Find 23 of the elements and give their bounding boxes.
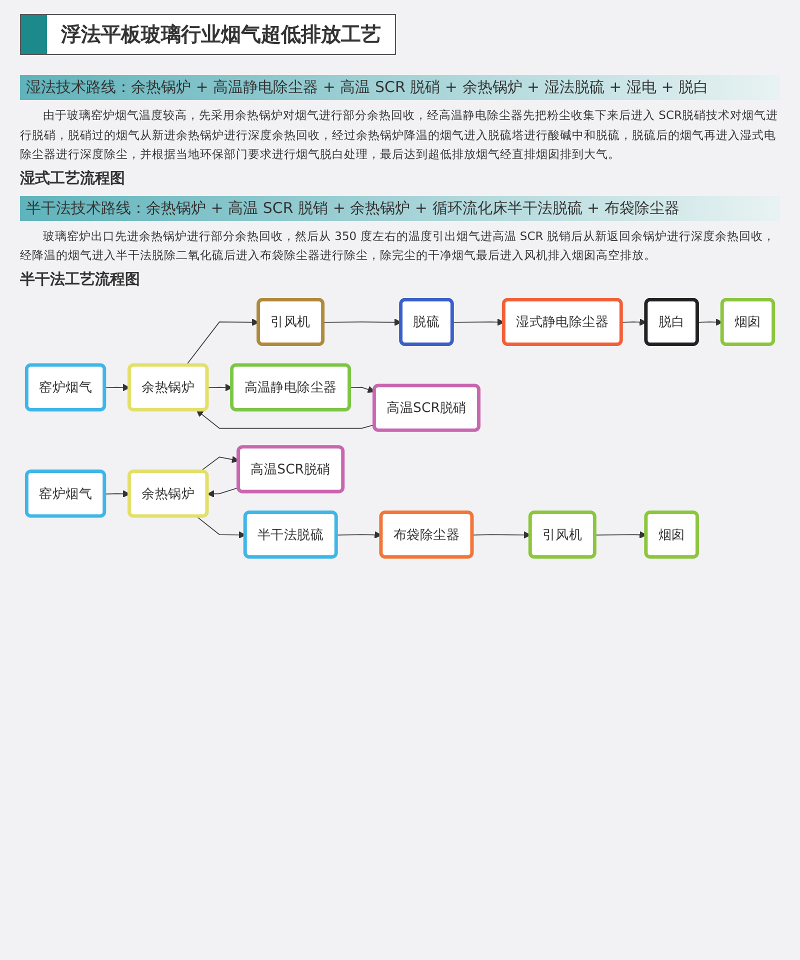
process-box: 高温SCR脱硝: [236, 444, 345, 493]
description-text: 由于玻璃窑炉烟气温度较高，先采用余热锅炉对烟气进行部分余热回收，经高温静电除尘器先把粉尘收集下来后进入 SCR脱硝技术对烟气进行脱硝，脱硝过的烟气从新进余热锅炉进行深度余热回收，经过余热锅炉降温的烟气进入脱硫塔进行酸碱中和脱硫，脱硫后的烟气再进入湿式电除尘器进行深度除尘，并根据当地环保部门要求进行烟气脱白处理，最后达到超低排放烟气经直排烟囱排到大气。: [20, 107, 779, 164]
process-box: 脱白: [644, 298, 699, 346]
flowchart-title: 湿式工艺流程图: [20, 168, 126, 188]
process-box: 湿式静电除尘器: [502, 298, 623, 346]
process-box: 余热锅炉: [128, 363, 209, 412]
process-box: 引风机: [256, 298, 325, 346]
process-box: 烟囱: [644, 510, 699, 558]
process-box: 窑炉烟气: [24, 469, 106, 518]
route-heading: 半干法技术路线：余热锅炉 + 高温 SCR 脱销 + 余热锅炉 + 循环流化床半干法脱硫 + 布袋除尘器: [20, 196, 780, 221]
description-text: 玻璃窑炉出口先进余热锅炉进行部分余热回收，然后从 350 度左右的温度引出烟气进高温 SCR 脱销后从新返回余锅炉进行深度余热回收，经降温的烟气进入半干法脱除二氧化硫后进入布袋除尘器进行除尘，除完尘的干净烟气最后进入风机排入烟囱高空排放。: [20, 228, 776, 264]
process-box: 布袋除尘器: [379, 510, 474, 558]
process-box: 脱硫: [399, 298, 454, 346]
process-box: 窑炉烟气: [24, 363, 106, 412]
process-box: 烟囱: [720, 298, 776, 346]
process-box: 高温静电除尘器: [230, 363, 351, 412]
flowchart-title: 半干法工艺流程图: [20, 270, 141, 289]
process-box: 半干法脱硫: [243, 510, 338, 558]
process-box: 余热锅炉: [128, 469, 209, 518]
page-title: 浮法平板玻璃行业烟气超低排放工艺: [20, 14, 396, 55]
process-box: 引风机: [528, 510, 596, 558]
route-heading: 湿法技术路线：余热锅炉 + 高温静电除尘器 + 高温 SCR 脱硝 + 余热锅炉 + 湿法脱硫 + 湿电 + 脱白: [20, 75, 780, 100]
process-box: 高温SCR脱硝: [372, 384, 480, 432]
